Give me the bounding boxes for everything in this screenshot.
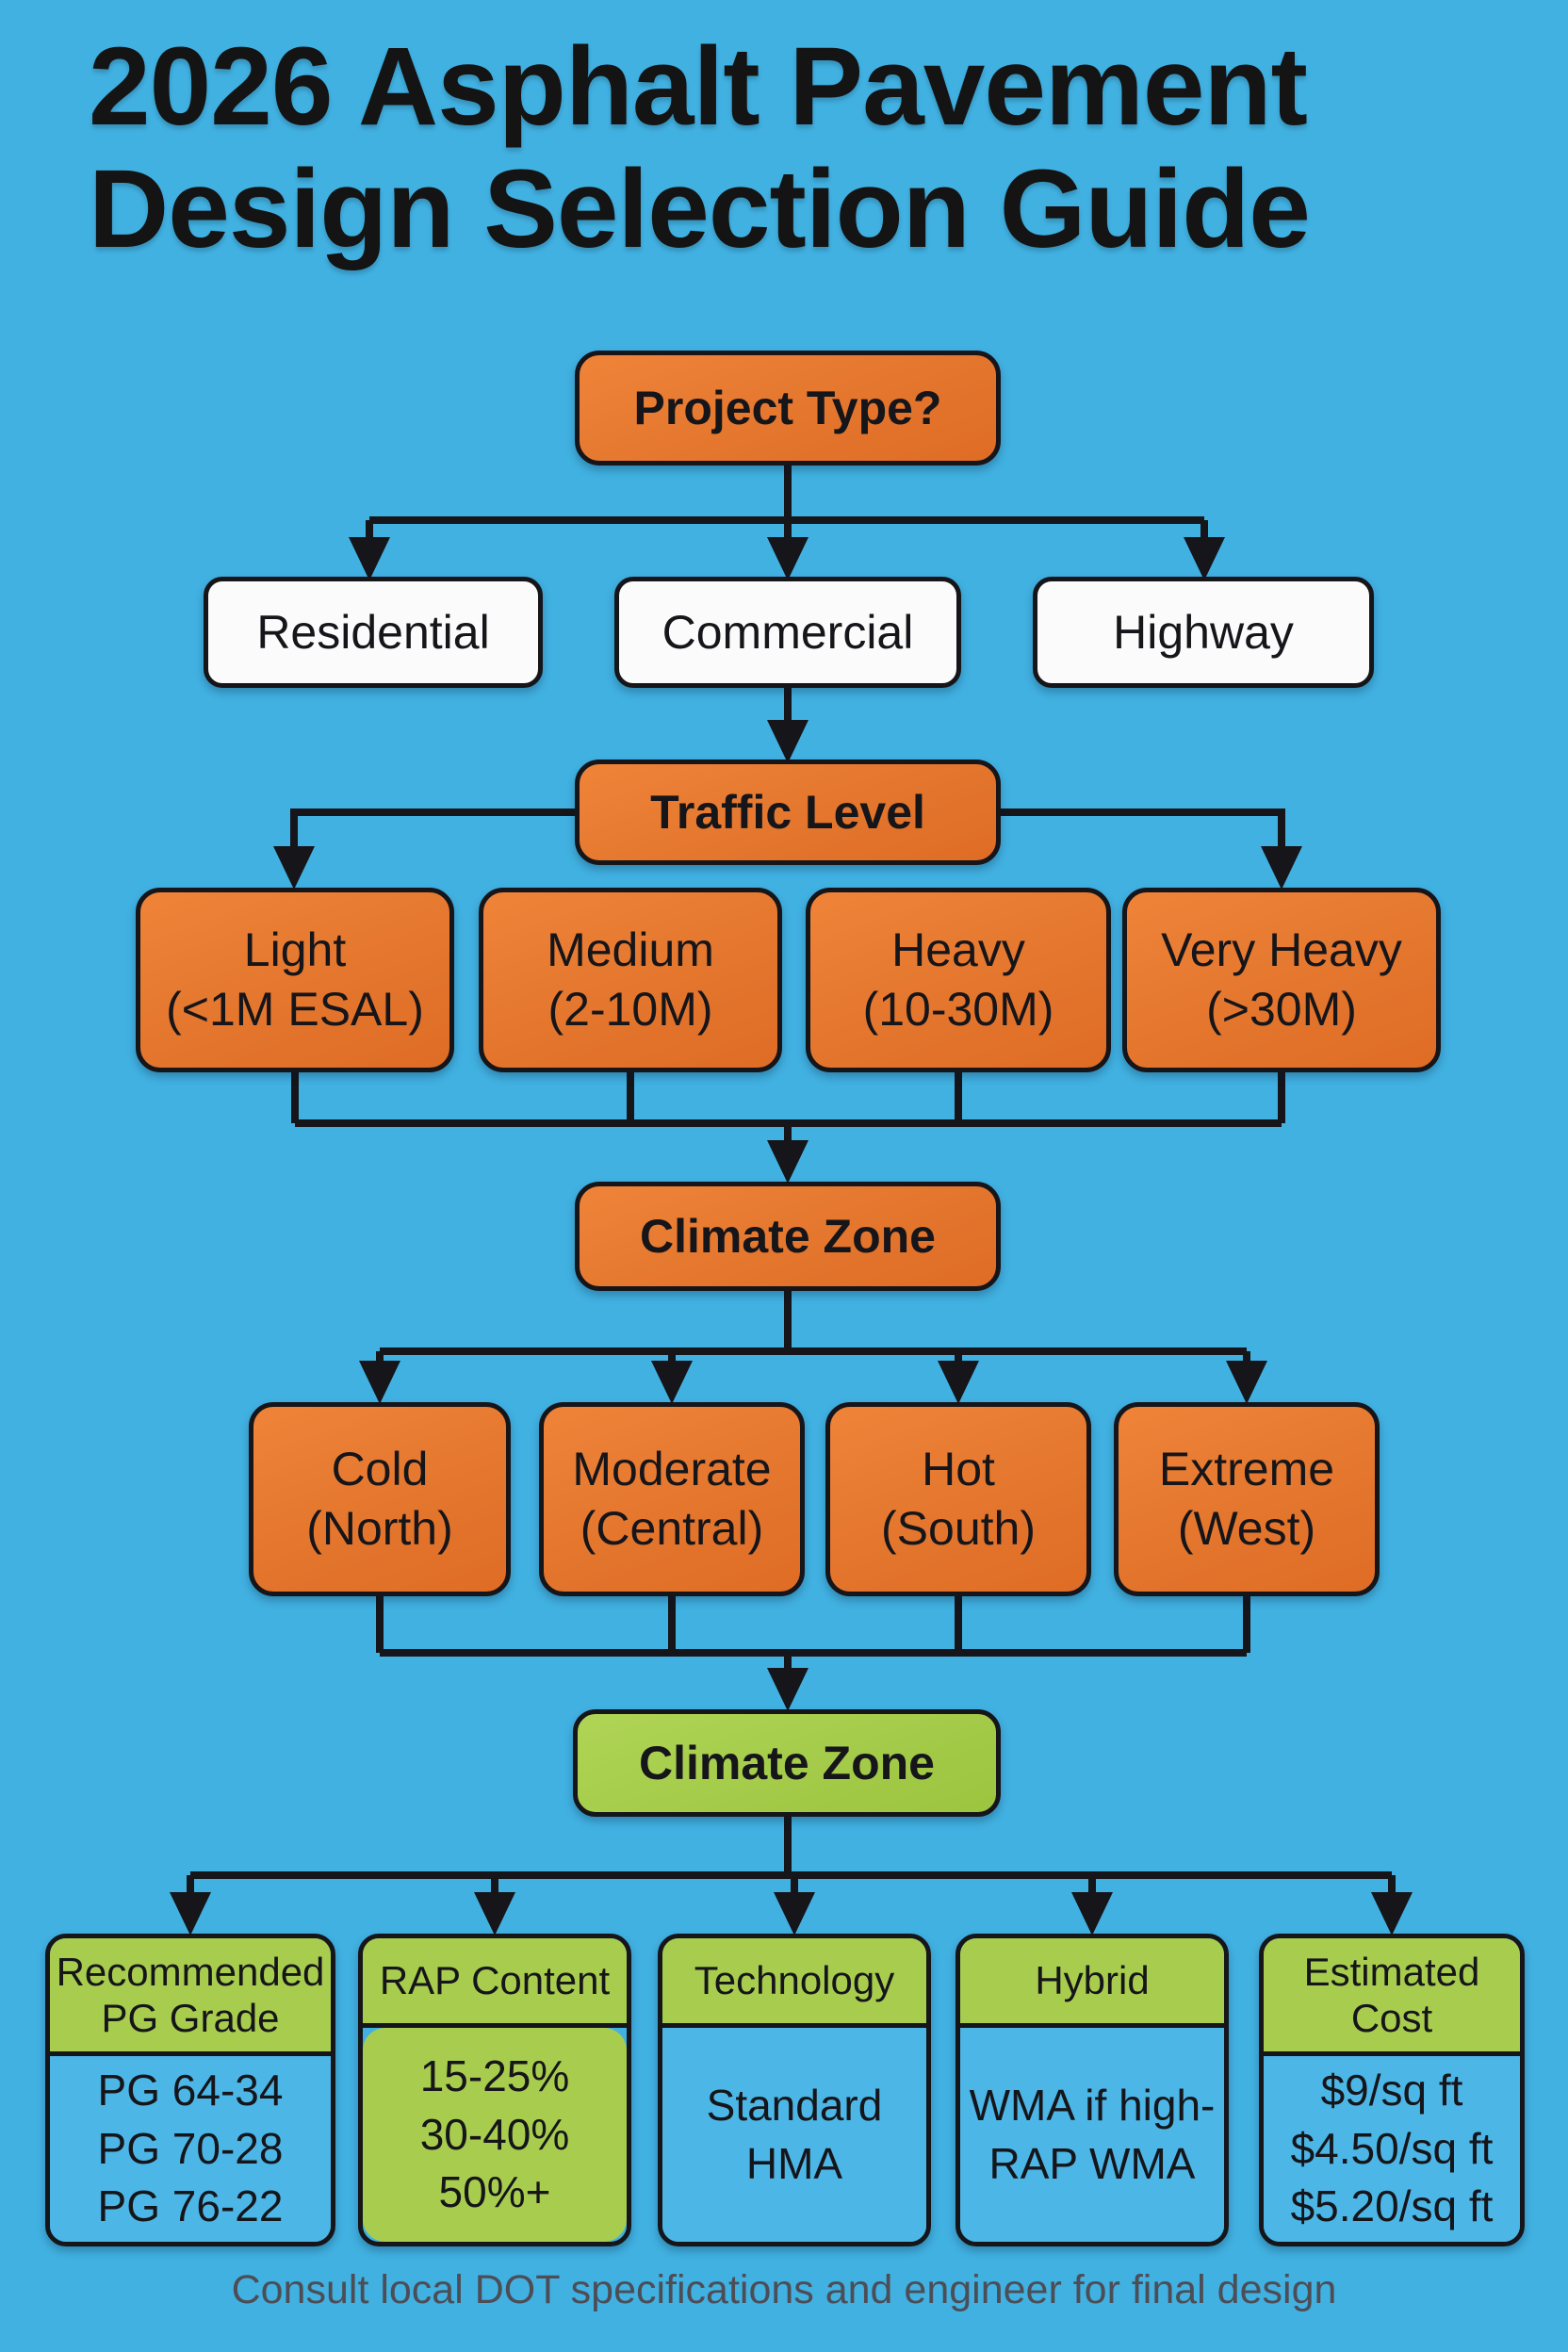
node-traffic-light: Light (<1M ESAL)	[136, 888, 454, 1072]
result-estimated-cost-line: $5.20/sq ft	[1290, 2181, 1494, 2231]
result-estimated-cost-line: $4.50/sq ft	[1290, 2123, 1494, 2173]
result-technology-body: Standard HMA	[662, 2028, 926, 2242]
node-residential-label: Residential	[256, 605, 490, 659]
node-traffic-level: Traffic Level	[575, 760, 1001, 865]
node-highway-label: Highway	[1113, 605, 1294, 659]
node-highway: Highway	[1033, 577, 1374, 688]
node-commercial: Commercial	[614, 577, 961, 688]
node-traffic-level-label: Traffic Level	[650, 786, 925, 839]
result-pg-grade-line: PG 76-22	[97, 2181, 284, 2231]
result-rap-content-body: 15-25% 30-40% 50%+	[363, 2028, 627, 2242]
result-pg-grade-line: PG 64-34	[97, 2066, 284, 2115]
node-climate-cold-sublabel: (North)	[306, 1502, 453, 1555]
node-traffic-medium: Medium (2-10M)	[479, 888, 782, 1072]
result-pg-grade-body: PG 64-34 PG 70-28 PG 76-22	[50, 2056, 331, 2242]
node-traffic-medium-sublabel: (2-10M)	[547, 983, 713, 1036]
node-result-header-label: Climate Zone	[639, 1737, 935, 1789]
node-traffic-heavy: Heavy (10-30M)	[806, 888, 1111, 1072]
node-climate-hot: Hot (South)	[825, 1402, 1091, 1596]
result-technology-header: Technology	[662, 1938, 926, 2028]
footer-note: Consult local DOT specifications and eng…	[231, 2267, 1337, 2312]
node-climate-moderate: Moderate (Central)	[539, 1402, 805, 1596]
result-technology: Technology Standard HMA	[658, 1934, 931, 2246]
node-climate-extreme: Extreme (West)	[1114, 1402, 1380, 1596]
result-estimated-cost: Estimated Cost $9/sq ft $4.50/sq ft $5.2…	[1259, 1934, 1525, 2246]
node-climate-zone-label: Climate Zone	[640, 1210, 936, 1263]
node-traffic-light-label: Light	[243, 923, 347, 976]
page-title-line2: Design Selection Guide	[89, 146, 1311, 271]
result-rap-content-line: 30-40%	[419, 2109, 570, 2159]
node-traffic-heavy-label: Heavy	[891, 923, 1025, 976]
arrowheads	[170, 537, 1413, 1936]
result-hybrid-body: WMA if high-RAP WMA	[960, 2028, 1224, 2242]
result-pg-grade-line: PG 70-28	[97, 2123, 284, 2173]
node-climate-cold: Cold (North)	[249, 1402, 511, 1596]
node-traffic-very-heavy-sublabel: (>30M)	[1206, 983, 1357, 1036]
result-hybrid-header: Hybrid	[960, 1938, 1224, 2028]
node-climate-moderate-sublabel: (Central)	[580, 1502, 764, 1555]
node-climate-hot-sublabel: (South)	[881, 1502, 1036, 1555]
node-traffic-light-sublabel: (<1M ESAL)	[166, 983, 424, 1036]
node-traffic-heavy-sublabel: (10-30M)	[862, 983, 1054, 1036]
result-estimated-cost-line: $9/sq ft	[1320, 2066, 1463, 2115]
result-pg-grade-header: Recommended PG Grade	[50, 1938, 331, 2057]
node-climate-extreme-label: Extreme	[1158, 1443, 1335, 1495]
result-pg-grade: Recommended PG Grade PG 64-34 PG 70-28 P…	[45, 1934, 335, 2246]
result-rap-content-header: RAP Content	[363, 1938, 627, 2028]
result-technology-line: Standard HMA	[706, 2080, 883, 2188]
node-traffic-very-heavy-label: Very Heavy	[1161, 923, 1402, 976]
node-climate-cold-label: Cold	[331, 1443, 429, 1495]
page-title: 2026 Asphalt Pavement Design Selection G…	[89, 24, 1483, 271]
result-hybrid-line: WMA if high-RAP WMA	[969, 2080, 1216, 2188]
result-estimated-cost-body: $9/sq ft $4.50/sq ft $5.20/sq ft	[1264, 2056, 1520, 2242]
node-climate-hot-label: Hot	[922, 1443, 995, 1495]
node-climate-zone: Climate Zone	[575, 1182, 1001, 1291]
node-traffic-medium-label: Medium	[547, 923, 714, 976]
page-title-line1: 2026 Asphalt Pavement	[89, 24, 1308, 149]
node-result-header: Climate Zone	[573, 1709, 1001, 1817]
node-project-type: Project Type?	[575, 351, 1001, 466]
result-hybrid: Hybrid WMA if high-RAP WMA	[956, 1934, 1229, 2246]
result-rap-content-line: 15-25%	[419, 2051, 570, 2101]
node-traffic-very-heavy: Very Heavy (>30M)	[1122, 888, 1441, 1072]
node-climate-moderate-label: Moderate	[572, 1443, 772, 1495]
node-residential: Residential	[204, 577, 543, 688]
node-commercial-label: Commercial	[662, 605, 914, 659]
node-climate-extreme-sublabel: (West)	[1177, 1502, 1316, 1555]
result-rap-content: RAP Content 15-25% 30-40% 50%+	[358, 1934, 631, 2246]
result-estimated-cost-header: Estimated Cost	[1264, 1938, 1520, 2057]
node-project-type-label: Project Type?	[633, 382, 942, 434]
result-rap-content-line: 50%+	[438, 2167, 551, 2217]
